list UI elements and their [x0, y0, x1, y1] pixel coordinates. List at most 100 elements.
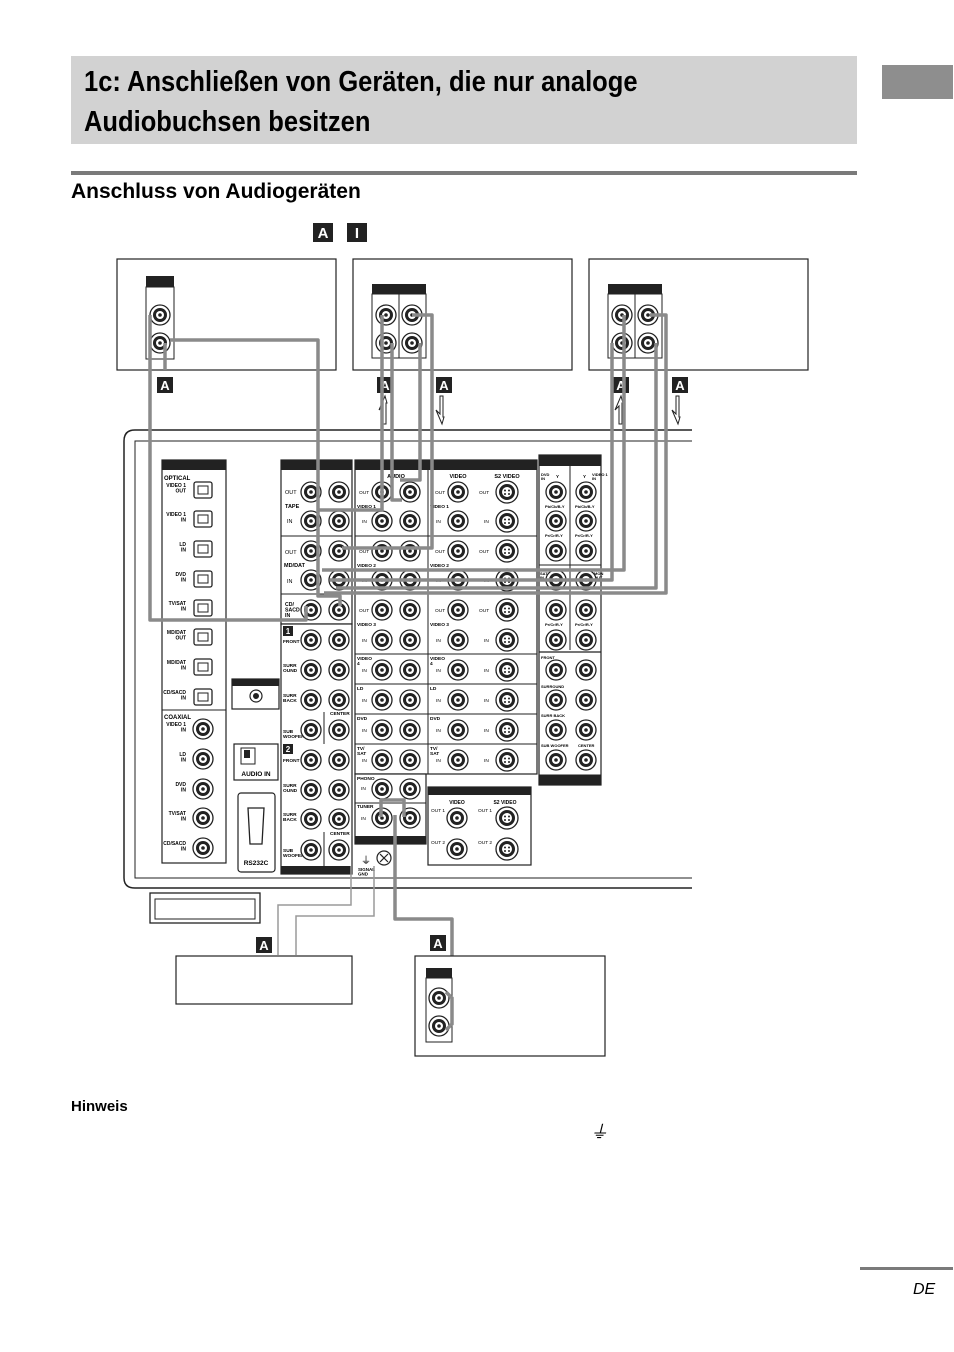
cd-out-r-jack — [149, 332, 171, 354]
optical-jack — [193, 688, 213, 706]
av-row-label: LD — [357, 686, 364, 692]
svg-text:A: A — [675, 378, 685, 393]
audio-out-jack — [399, 540, 421, 562]
cd-out-l-jack — [149, 304, 171, 326]
svg-text:OUT: OUT — [435, 608, 445, 614]
top-marker-i: I — [347, 223, 367, 242]
video-out-jack — [447, 540, 469, 562]
svg-text:Pr/Cr/R-Y: Pr/Cr/R-Y — [545, 622, 563, 627]
svg-text:MD/DAT: MD/DAT — [284, 563, 306, 569]
heading-rule — [71, 171, 857, 175]
s-video-in-jack — [495, 628, 519, 652]
svg-text:SURR BACK: SURR BACK — [541, 713, 565, 718]
top-marker-a: A — [313, 223, 333, 242]
svg-text:IN: IN — [436, 758, 441, 764]
svg-text:IN: IN — [287, 519, 293, 525]
svg-text:IN: IN — [436, 638, 441, 644]
s-video-in-jack — [495, 688, 519, 712]
svg-text:OUT: OUT — [479, 608, 489, 614]
optical-jack — [193, 540, 213, 558]
audio-in-jack — [399, 749, 421, 771]
device-box-tape-deck — [352, 258, 573, 371]
svg-text:OUT 2: OUT 2 — [431, 840, 445, 846]
svg-text:IN: IN — [362, 728, 367, 734]
svg-text:IN: IN — [362, 758, 367, 764]
svg-text:AUDIO: AUDIO — [387, 474, 405, 480]
av-row-label: VIDEO 1 — [357, 504, 376, 510]
video-in-jack — [447, 510, 469, 532]
audio-in-jack — [371, 510, 393, 532]
svg-text:OUT: OUT — [435, 549, 445, 555]
svg-text:Y: Y — [583, 474, 586, 479]
device-box-md-deck — [588, 258, 809, 371]
title-banner: 1c: Anschließen von Geräten, die nur ana… — [71, 56, 857, 144]
svg-text:Pb/Cb/B-Y: Pb/Cb/B-Y — [545, 504, 565, 509]
svg-text:IN: IN — [484, 698, 489, 704]
svg-text:FRONT: FRONT — [541, 655, 555, 660]
svg-text:IN: IN — [436, 519, 441, 525]
connection-cables — [148, 313, 668, 998]
svg-text:IN: IN — [484, 519, 489, 525]
svg-text:IN: IN — [484, 728, 489, 734]
svg-text:A: A — [380, 378, 390, 393]
s-video-in-jack — [495, 658, 519, 682]
coaxial-jack — [192, 748, 214, 770]
svg-text:SURROUND: SURROUND — [283, 783, 298, 794]
page-title-line-1: 1c: Anschließen von Geräten, die nur ana… — [84, 66, 638, 98]
s-video-out-jack — [495, 539, 519, 563]
av-row-label: DVD — [430, 716, 441, 722]
svg-text:A: A — [160, 378, 170, 393]
svg-text:TAPE: TAPE — [285, 504, 300, 510]
optical-jack — [193, 481, 213, 499]
av-row-label: LD — [430, 686, 437, 692]
ground-symbol-icon: ⏚ — [590, 1122, 608, 1143]
optical-jack — [193, 658, 213, 676]
cable-marker-a: A A A A A — [157, 377, 688, 393]
video-in-jack — [447, 629, 469, 651]
av-row-label: VIDEO 1 — [430, 504, 449, 510]
svg-text:IN: IN — [287, 579, 293, 585]
svg-text:CENTER: CENTER — [330, 711, 350, 717]
video-in-jack — [447, 749, 469, 771]
svg-text:S2 VIDEO: S2 VIDEO — [493, 800, 516, 806]
svg-text:OUT: OUT — [285, 490, 297, 496]
video-in-jack — [447, 659, 469, 681]
chapter-tab-marker — [882, 65, 953, 99]
svg-text:A: A — [439, 378, 449, 393]
footer-language-label: DE — [913, 1281, 936, 1298]
audio-in-label: AUDIO IN — [241, 771, 271, 778]
svg-text:Pr/Cr/R-Y: Pr/Cr/R-Y — [575, 622, 593, 627]
audio-out-jack — [371, 599, 393, 621]
svg-text:OUT: OUT — [479, 490, 489, 496]
svg-text:CENTER: CENTER — [330, 831, 350, 837]
audio-in-jack — [371, 629, 393, 651]
audio-in-jack — [371, 659, 393, 681]
s-video-in-jack — [495, 748, 519, 772]
av-row-label: TV/SAT — [430, 746, 439, 757]
coaxial-jack — [192, 837, 214, 859]
optical-jack — [193, 510, 213, 528]
svg-text:OUT 2: OUT 2 — [478, 840, 492, 846]
svg-text:FRONT: FRONT — [283, 639, 300, 645]
audio-in-jack — [371, 689, 393, 711]
device-box-turntable: A — [175, 937, 353, 1005]
svg-text:IN: IN — [484, 668, 489, 674]
svg-text:SUB WOOFER: SUB WOOFER — [541, 743, 569, 748]
audio-in-jack — [371, 749, 393, 771]
svg-text:SURROUND: SURROUND — [541, 684, 564, 689]
av-row-label: VIDEO 2 — [357, 563, 376, 569]
svg-text:IN: IN — [362, 698, 367, 704]
